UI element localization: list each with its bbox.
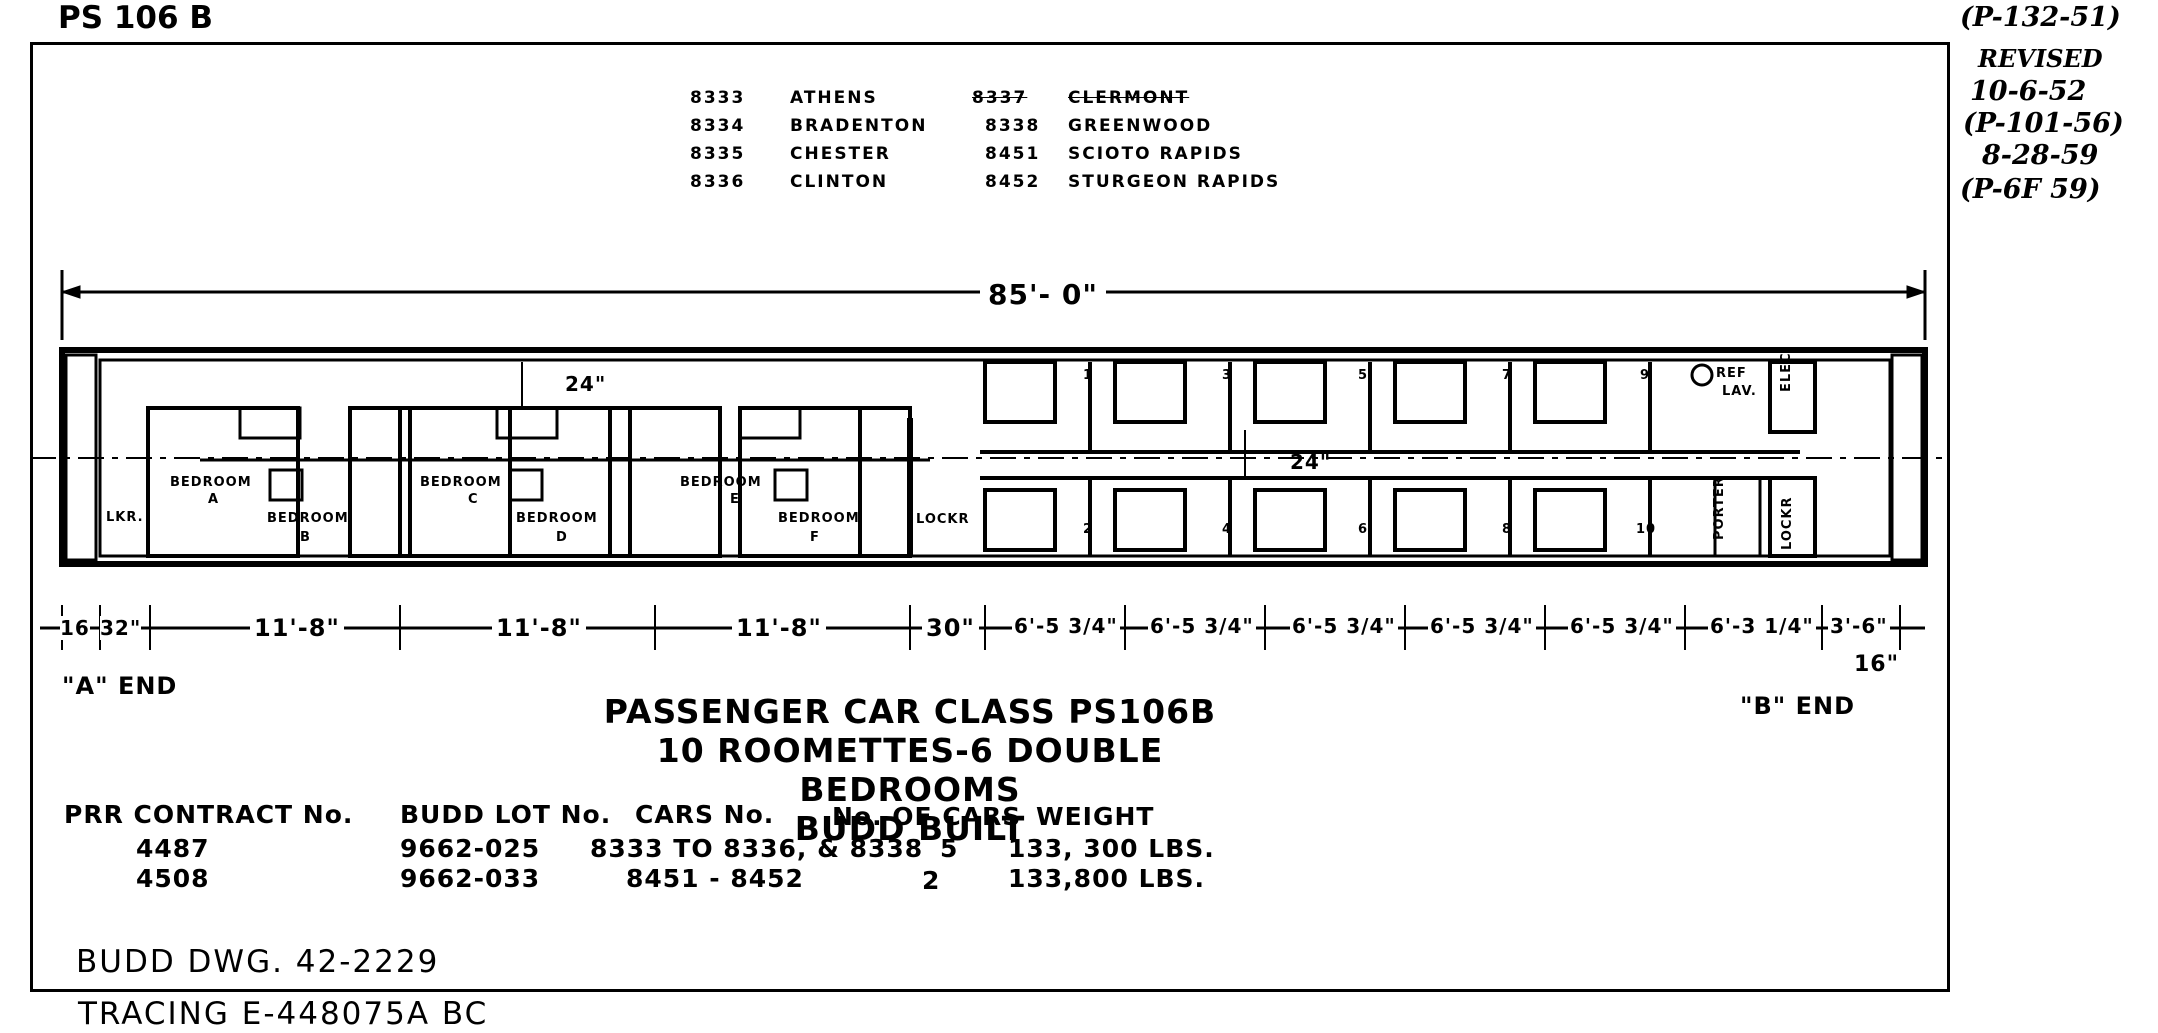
car-number: 8333 [690,88,746,108]
segment-dimension: 11'-8" [250,614,344,642]
class-label: PS 106 B [58,0,213,36]
car-number: 8338 [985,116,1041,136]
segment-dimension: 11'-8" [492,614,586,642]
roomette-number: 10 [1636,522,1657,537]
segment-dimension: 6'-5 3/4" [1568,614,1676,638]
ref-label: REF [1716,366,1747,381]
revision-line: 10-6-52 [1970,76,2087,107]
clearance-label: 24" [565,372,607,396]
bedroom-label: BEDROOM [778,511,860,526]
table-cell: 2 [922,866,941,895]
b-end-label: "B" END [1740,692,1856,720]
table-header: WEIGHT [1036,802,1155,831]
revision-line: (P-101-56) [1963,108,2124,139]
table-cell: 4487 [136,834,210,863]
revision-line: (P-6F 59) [1960,174,2101,205]
car-name: GREENWOOD [1068,116,1213,136]
lav-label: LAV. [1722,384,1757,399]
bedroom-letter: A [208,492,220,507]
bedroom-letter: B [300,530,311,545]
drawing-frame [30,42,1950,992]
car-number: 8451 [985,144,1041,164]
car-name: CLINTON [790,172,889,192]
table-header: No. OF CARS [832,802,1022,831]
porter-label: PORTER [1712,476,1727,540]
roomette-number: 4 [1222,522,1233,537]
roomette-number: 3 [1222,368,1233,383]
table-cell: 9662-033 [400,864,541,893]
table-header: CARS No. [635,800,775,829]
car-name-struck: CLERMONT [1068,88,1190,108]
roomette-number: 2 [1083,522,1094,537]
bedroom-label: BEDROOM [516,511,598,526]
car-name: SCIOTO RAPIDS [1068,144,1243,164]
segment-dimension: 6'-5 3/4" [1148,614,1256,638]
car-number: 8334 [690,116,746,136]
revision-line: REVISED [1978,44,2103,73]
locker-label: LOCKR [916,512,970,527]
tracing-number: TRACING E-448075A BC [78,996,489,1032]
bedroom-label: BEDROOM [680,475,762,490]
table-cell: 4508 [136,864,210,893]
car-number: 8335 [690,144,746,164]
car-name: ATHENS [790,88,878,108]
bedroom-letter: C [468,492,479,507]
segment-dimension: 30" [922,614,979,642]
table-cell: 8333 TO 8336, & 8338 [590,834,924,863]
bedroom-letter: D [556,530,568,545]
title-line: BUDD BUILT [794,809,1026,848]
bedroom-letter: E [730,492,740,507]
car-name: CHESTER [790,144,891,164]
table-header: PRR CONTRACT No. [64,800,354,829]
car-name: STURGEON RAPIDS [1068,172,1281,192]
end-dimension: 16" [1854,652,1900,677]
segment-dimension: 6'-3 1/4" [1708,614,1816,638]
title-block: PASSENGER CAR CLASS PS106B 10 ROOMETTES-… [540,692,1280,848]
roomette-number: 6 [1358,522,1369,537]
bedroom-label: BEDROOM [267,511,349,526]
title-line: PASSENGER CAR CLASS PS106B [603,692,1217,731]
overall-length-dimension: 85'- 0" [980,278,1106,311]
segment-dimension: 6'-5 3/4" [1012,614,1120,638]
roomette-number: 5 [1358,368,1369,383]
clearance-label: 24" [1290,450,1332,474]
segment-dimension: 6'-5 3/4" [1428,614,1536,638]
car-number: 8336 [690,172,746,192]
segment-dimension: 16 [60,616,90,640]
table-header: BUDD LOT No. [400,800,612,829]
roomette-number: 9 [1640,368,1651,383]
locker-label: LOCKR [1780,496,1795,551]
table-cell: 8451 - 8452 [626,864,804,893]
locker-label: LKR. [106,510,144,525]
roomette-number: 8 [1502,522,1513,537]
segment-dimension: 3'-6" [1828,614,1890,638]
roomette-number: 7 [1502,368,1513,383]
revision-line: (P-132-51) [1960,2,2121,33]
table-cell: 9662-025 [400,834,541,863]
table-cell: 5 [940,834,959,863]
car-number-struck: 8337 [972,88,1028,108]
table-cell: 133, 300 LBS. [1008,834,1215,863]
car-name: BRADENTON [790,116,928,136]
title-line: 10 ROOMETTES-6 DOUBLE BEDROOMS [656,731,1164,809]
bedroom-letter: F [810,530,820,545]
segment-dimension: 6'-5 3/4" [1290,614,1398,638]
segment-dimension: 11'-8" [732,614,826,642]
a-end-label: "A" END [62,672,178,700]
table-cell: 133,800 LBS. [1008,864,1206,893]
roomette-number: 1 [1083,368,1094,383]
drawing-number: BUDD DWG. 42-2229 [76,944,440,980]
bedroom-label: BEDROOM [420,475,502,490]
car-number: 8452 [985,172,1041,192]
revision-line: 8-28-59 [1982,140,2099,171]
elec-label: ELEC [1779,352,1794,392]
bedroom-label: BEDROOM [170,475,252,490]
segment-dimension: 32" [100,616,142,640]
